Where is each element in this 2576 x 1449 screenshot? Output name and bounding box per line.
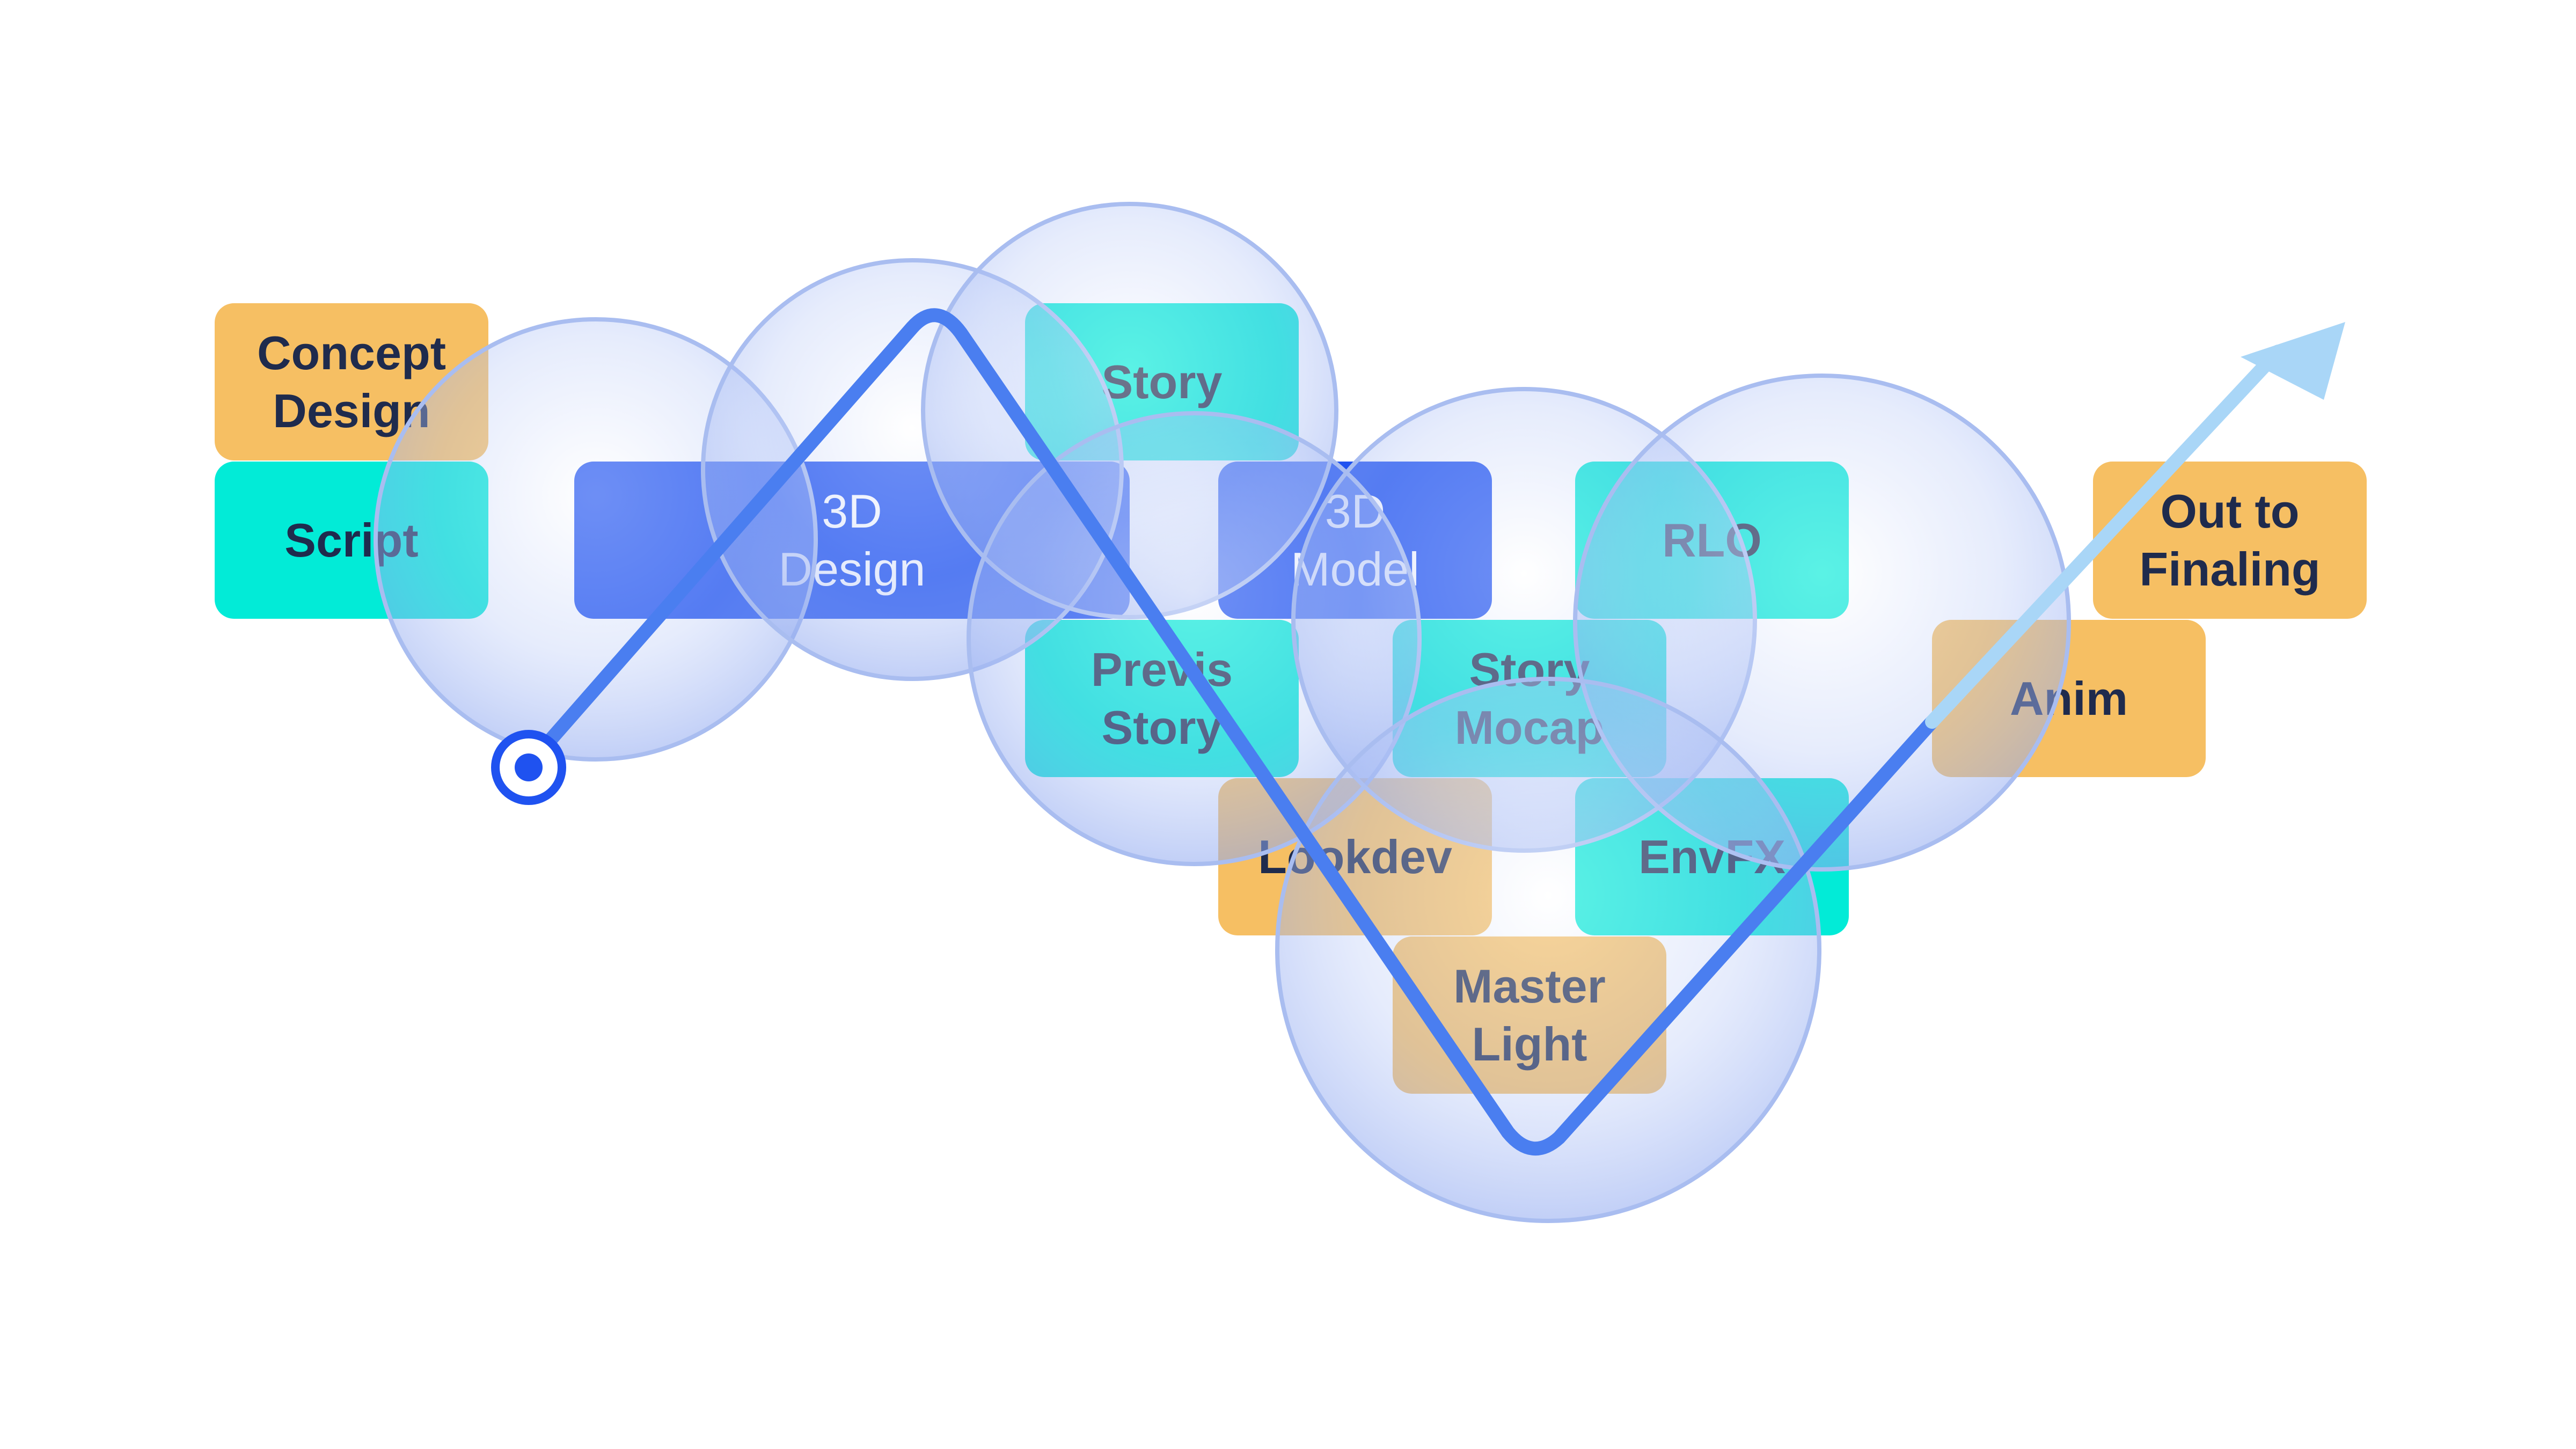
box-story: Story xyxy=(1025,303,1299,460)
box-out-to-finaling: Out to Finaling xyxy=(2093,462,2367,619)
box-previs-story: Previs Story xyxy=(1025,620,1299,777)
box-lookdev: Lookdev xyxy=(1218,778,1492,935)
box-3d-model: 3D Model xyxy=(1218,462,1492,619)
box-concept-design: Concept Design xyxy=(215,303,488,460)
box-anim: Anim xyxy=(1932,620,2206,777)
box-story-mocap: Story Mocap xyxy=(1393,620,1666,777)
box-master-light: Master Light xyxy=(1393,936,1666,1094)
arrow-head-icon xyxy=(2241,322,2345,400)
target-ring-icon xyxy=(491,730,566,805)
box-rlo: RLO xyxy=(1575,462,1849,619)
box-script: Script xyxy=(215,462,488,619)
box-envfx: EnvFX xyxy=(1575,778,1849,935)
box-3d-design: 3D Design xyxy=(574,462,1130,619)
